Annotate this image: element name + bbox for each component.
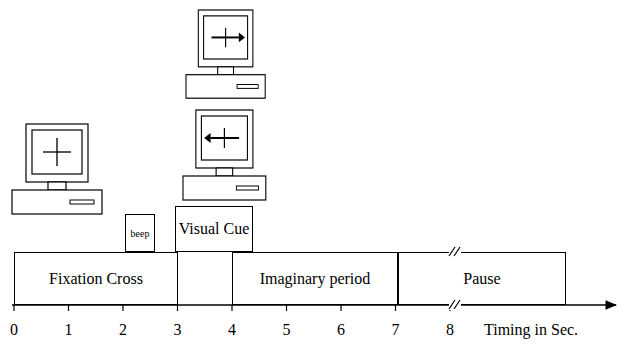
phase-box: Fixation Cross xyxy=(14,252,178,305)
tick-label: 8 xyxy=(446,322,454,338)
node-label: Visual Cue xyxy=(179,220,250,238)
tick-label: 7 xyxy=(392,322,400,338)
tick-label: 4 xyxy=(228,322,236,338)
axis-tick xyxy=(286,305,287,311)
axis-tick xyxy=(13,305,14,311)
axis-tick xyxy=(395,305,396,311)
monitor-fixation xyxy=(12,124,102,214)
phase-box: Imaginary period xyxy=(232,252,398,305)
tick-label: 1 xyxy=(65,322,73,338)
tick-label: 6 xyxy=(337,322,345,338)
monitor-left-arrow xyxy=(183,110,266,200)
phase-box: Pause xyxy=(398,252,566,305)
tick-label: 2 xyxy=(119,322,127,338)
axis-tick xyxy=(122,305,123,311)
axis-tick xyxy=(177,305,178,311)
node-label: beep xyxy=(131,228,150,239)
tick-label: 5 xyxy=(283,322,291,338)
phase-box: Visual Cue xyxy=(175,206,254,252)
monitor-right-arrow xyxy=(186,10,265,98)
node-label: Fixation Cross xyxy=(49,270,143,288)
axis-tick xyxy=(68,305,69,311)
axis-ticks xyxy=(14,305,450,311)
tick-label: 3 xyxy=(174,322,182,338)
axis-title: Timing in Sec. xyxy=(484,322,578,338)
beep-box: beep xyxy=(125,214,155,252)
node-label: Imaginary period xyxy=(260,270,371,288)
axis-tick xyxy=(231,305,232,311)
tick-label: 0 xyxy=(10,322,18,338)
axis-tick xyxy=(449,305,450,311)
node-label: Pause xyxy=(463,270,500,288)
axis-tick xyxy=(340,305,341,311)
